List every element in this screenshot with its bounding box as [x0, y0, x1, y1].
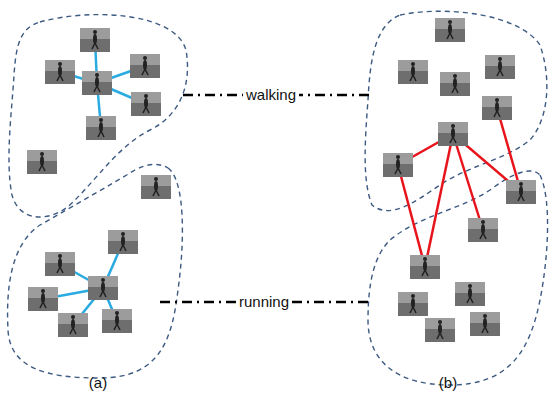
video-thumbnail	[482, 96, 512, 120]
video-thumbnail	[27, 150, 57, 174]
video-thumbnail	[88, 276, 118, 300]
video-thumbnail	[80, 28, 110, 52]
walking-region	[9, 15, 188, 217]
conflict-link	[425, 134, 453, 267]
video-thumbnail	[435, 18, 465, 42]
video-thumbnail	[141, 175, 171, 199]
video-thumbnail	[468, 218, 498, 242]
video-thumbnail	[102, 309, 132, 333]
video-thumbnail	[438, 122, 468, 146]
video-thumbnail	[398, 292, 428, 316]
video-thumbnail	[383, 153, 413, 177]
video-thumbnail	[506, 180, 536, 204]
video-thumbnail	[45, 252, 75, 276]
video-thumbnail	[28, 287, 58, 311]
video-thumbnail	[82, 71, 112, 95]
video-thumbnail	[86, 116, 116, 140]
video-thumbnail	[470, 312, 500, 336]
conflict-link	[497, 108, 521, 192]
video-thumbnail	[410, 255, 440, 279]
walking-region	[365, 11, 547, 210]
video-thumbnail	[108, 230, 138, 254]
class-label: running	[236, 294, 292, 311]
class-label: walking	[243, 87, 299, 104]
conflict-link	[398, 165, 425, 267]
panel-label: (a)	[89, 375, 107, 392]
running-region	[8, 164, 183, 378]
video-thumbnail	[130, 54, 160, 78]
video-thumbnail	[425, 318, 455, 342]
video-thumbnail	[45, 60, 75, 84]
video-thumbnail	[440, 72, 470, 96]
running-region	[368, 171, 548, 385]
video-thumbnail	[398, 60, 428, 84]
video-thumbnail	[485, 55, 515, 79]
video-thumbnail	[58, 313, 88, 337]
video-thumbnail	[455, 282, 485, 306]
video-thumbnail	[131, 92, 161, 116]
panel-label: (b)	[439, 375, 457, 392]
